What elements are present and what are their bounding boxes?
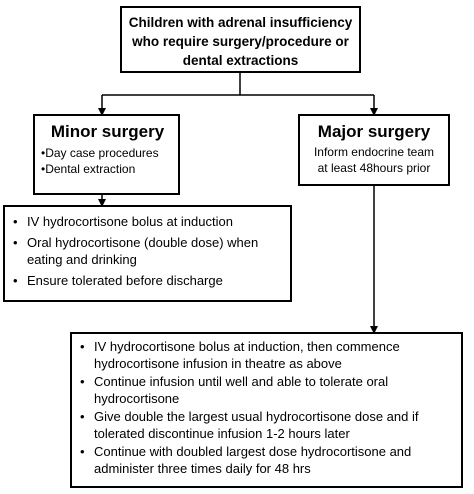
minor-action-iv-bolus: IV hydrocortisone bolus at induction [9, 213, 284, 230]
minor-actions-list: IV hydrocortisone bolus at induction Ora… [9, 213, 284, 289]
major-action-continue-infusion: Continue infusion until well and able to… [76, 374, 453, 407]
bullet-icon: • [41, 146, 46, 160]
minor-item-dental: •Dental extraction [41, 162, 136, 176]
major-action-iv-infusion: IV hydrocortisone bolus at induction, th… [76, 339, 453, 372]
bullet-icon: • [41, 162, 46, 176]
top-criteria-box: Children with adrenal insufficiency who … [120, 6, 361, 73]
top-line-2: who require surgery/procedure or [132, 34, 349, 49]
major-actions-box: IV hydrocortisone bolus at induction, th… [70, 332, 463, 488]
minor-surgery-title: Minor surgery [50, 122, 165, 141]
top-line-3: dental extractions [182, 53, 299, 68]
major-line-1: Inform endocrine team [313, 145, 435, 159]
major-surgery-title: Major surgery [317, 122, 431, 141]
major-actions-list: IV hydrocortisone bolus at induction, th… [76, 339, 453, 477]
major-action-double-dose: Give double the largest usual hydrocorti… [76, 409, 453, 442]
minor-item-day-case: •Day case procedures [41, 146, 159, 160]
minor-action-oral-double: Oral hydrocortisone (double dose) when e… [9, 234, 284, 268]
minor-action-ensure-tolerated: Ensure tolerated before discharge [9, 272, 284, 289]
minor-surgery-box: Minor surgery •Day case procedures •Dent… [33, 114, 180, 195]
major-surgery-box: Major surgery Inform endocrine team at l… [298, 114, 450, 186]
minor-actions-box: IV hydrocortisone bolus at induction Ora… [3, 205, 292, 302]
top-line-1: Children with adrenal insufficiency [128, 15, 353, 30]
major-line-2: at least 48hours prior [317, 161, 431, 175]
major-action-three-times-daily: Continue with doubled largest dose hydro… [76, 444, 453, 477]
